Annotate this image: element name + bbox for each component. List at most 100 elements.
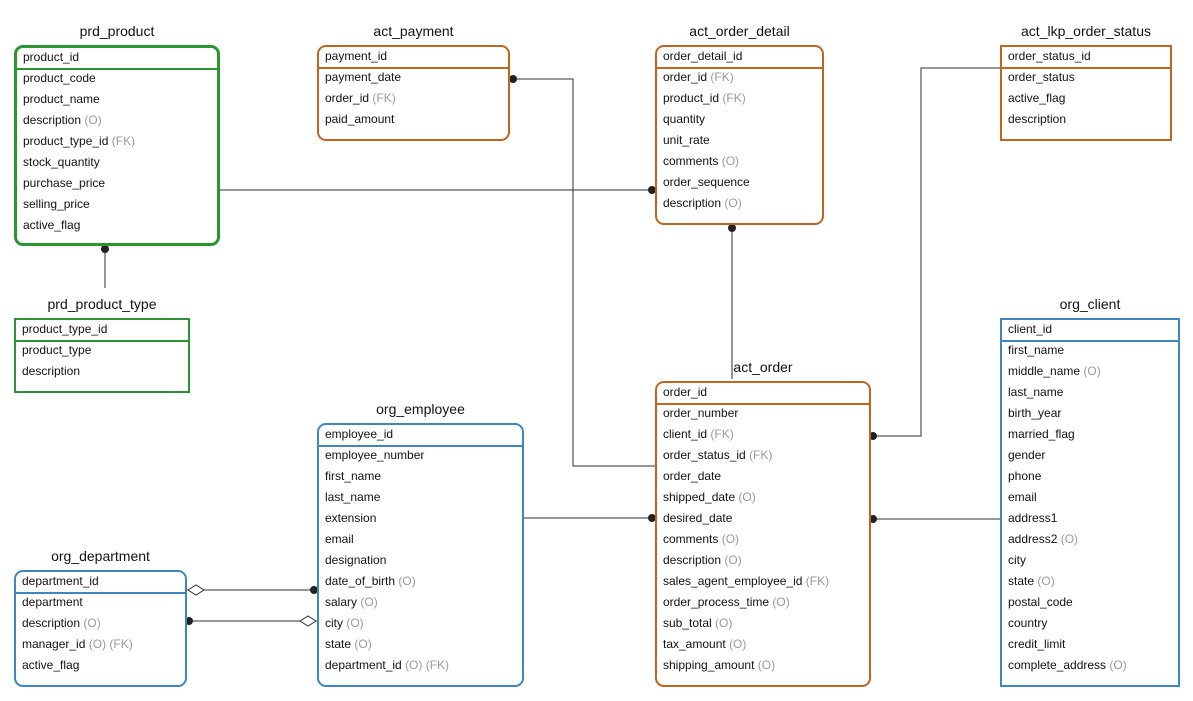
field-row[interactable]: last_name [1008, 385, 1063, 399]
many-end-dot-marker [310, 586, 318, 594]
field-row[interactable]: order_status [1008, 70, 1075, 84]
field-row[interactable]: sub_total (O) [663, 616, 732, 630]
field-row[interactable]: quantity [663, 112, 705, 126]
field-row[interactable]: city (O) [325, 616, 364, 630]
primary-key-field[interactable]: order_status_id [1008, 49, 1091, 63]
relationship-order-status-to-order[interactable] [869, 67, 1000, 440]
field-row[interactable]: product_type [22, 343, 91, 357]
relationship-employee-manages-department[interactable] [185, 615, 317, 627]
field-name: tax_amount [663, 637, 726, 651]
field-row[interactable]: active_flag [22, 658, 79, 672]
field-row[interactable]: employee_number [325, 448, 424, 462]
field-row[interactable]: sales_agent_employee_id (FK) [663, 574, 829, 588]
field-row[interactable]: description (O) [23, 113, 102, 127]
field-row[interactable]: extension [325, 511, 376, 525]
field-row[interactable]: order_process_time (O) [663, 595, 790, 609]
primary-key-field[interactable]: product_id [23, 50, 79, 64]
field-row[interactable]: product_id (FK) [663, 91, 746, 105]
relationship-product-to-order-detail[interactable] [220, 186, 656, 194]
field-row[interactable]: active_flag [1008, 91, 1065, 105]
field-row[interactable]: credit_limit [1008, 637, 1065, 651]
field-row[interactable]: department_id (O) (FK) [325, 658, 449, 672]
field-suffix: (FK) [710, 427, 734, 441]
field-row[interactable]: gender [1008, 448, 1045, 462]
field-row[interactable]: department [22, 595, 83, 609]
field-row[interactable]: phone [1008, 469, 1041, 483]
field-row[interactable]: active_flag [23, 218, 80, 232]
field-row[interactable]: description [22, 364, 80, 378]
field-row[interactable]: designation [325, 553, 386, 567]
field-row[interactable]: shipping_amount (O) [663, 658, 775, 672]
field-row[interactable]: country [1008, 616, 1047, 630]
entity-table-org-department[interactable]: department_id department description (O) ma… [14, 570, 187, 687]
relationship-product-type-to-product[interactable] [101, 245, 109, 288]
primary-key-field[interactable]: department_id [22, 574, 99, 588]
relationship-employee-to-order[interactable] [524, 514, 656, 522]
entity-table-prd-product-type[interactable]: product_type_id product_type description [14, 318, 190, 393]
field-row[interactable]: middle_name (O) [1008, 364, 1101, 378]
entity-title-org-client: org_client [1059, 296, 1121, 312]
primary-key-field[interactable]: client_id [1008, 322, 1052, 336]
field-row[interactable]: first_name [1008, 343, 1064, 357]
field-row[interactable]: order_number [663, 406, 738, 420]
entity-table-act-order-detail[interactable]: order_detail_id order_id (FK) product_id (… [655, 45, 824, 225]
field-row[interactable]: paid_amount [325, 112, 394, 126]
field-row[interactable]: client_id (FK) [663, 427, 734, 441]
field-row[interactable]: stock_quantity [23, 155, 100, 169]
relationship-client-to-order[interactable] [869, 515, 1000, 523]
relationship-order-to-order-detail[interactable] [728, 224, 736, 379]
entity-table-act-order[interactable]: order_id order_number client_id (FK) order_… [655, 381, 871, 687]
field-row[interactable]: complete_address (O) [1008, 658, 1127, 672]
field-row[interactable]: manager_id (O) (FK) [22, 637, 133, 651]
field-row[interactable]: description (O) [22, 616, 101, 630]
field-row[interactable]: order_sequence [663, 175, 750, 189]
field-row[interactable]: email [325, 532, 354, 546]
field-row[interactable]: state (O) [325, 637, 372, 651]
field-row[interactable]: salary (O) [325, 595, 378, 609]
entity-table-org-client[interactable]: client_id first_name middle_name (O) last_n… [1000, 318, 1180, 687]
field-row[interactable]: description (O) [663, 553, 742, 567]
entity-table-act-payment[interactable]: payment_id payment_date order_id (FK) paid_… [317, 45, 510, 141]
field-row[interactable]: order_id (FK) [663, 70, 734, 84]
field-row[interactable]: postal_code [1008, 595, 1073, 609]
field-row[interactable]: comments (O) [663, 532, 739, 546]
field-row[interactable]: address1 [1008, 511, 1057, 525]
field-row[interactable]: description [1008, 112, 1066, 126]
field-row[interactable]: selling_price [23, 197, 90, 211]
primary-key-field[interactable]: payment_id [325, 49, 387, 63]
field-row[interactable]: order_status_id (FK) [663, 448, 772, 462]
field-row[interactable]: payment_date [325, 70, 401, 84]
field-row[interactable]: shipped_date (O) [663, 490, 756, 504]
field-row[interactable]: description (O) [663, 196, 742, 210]
field-row[interactable]: state (O) [1008, 574, 1055, 588]
field-row[interactable]: product_name [23, 92, 100, 106]
field-row[interactable]: purchase_price [23, 176, 105, 190]
field-suffix: (O) [1060, 532, 1079, 546]
field-row[interactable]: married_flag [1008, 427, 1075, 441]
field-row[interactable]: birth_year [1008, 406, 1061, 420]
field-row[interactable]: product_type_id (FK) [23, 134, 135, 148]
field-row[interactable]: order_date [663, 469, 721, 483]
field-row[interactable]: address2 (O) [1008, 532, 1078, 546]
field-row[interactable]: unit_rate [663, 133, 710, 147]
field-row[interactable]: last_name [325, 490, 380, 504]
field-row[interactable]: first_name [325, 469, 381, 483]
primary-key-field[interactable]: employee_id [325, 427, 393, 441]
field-row[interactable]: date_of_birth (O) [325, 574, 416, 588]
primary-key-field[interactable]: order_detail_id [663, 49, 742, 63]
field-row[interactable]: order_id (FK) [325, 91, 396, 105]
field-row[interactable]: tax_amount (O) [663, 637, 746, 651]
field-row[interactable]: desired_date [663, 511, 732, 525]
field-row[interactable]: product_code [23, 71, 96, 85]
relationship-order-to-payment[interactable] [509, 75, 655, 467]
relationship-department-to-employee[interactable] [187, 584, 318, 596]
primary-key-field[interactable]: order_id [663, 385, 707, 399]
primary-key-field[interactable]: product_type_id [22, 322, 107, 336]
field-row[interactable]: city [1008, 553, 1026, 567]
field-row[interactable]: comments (O) [663, 154, 739, 168]
field-row[interactable]: email [1008, 490, 1037, 504]
primary-key-divider [17, 68, 217, 70]
